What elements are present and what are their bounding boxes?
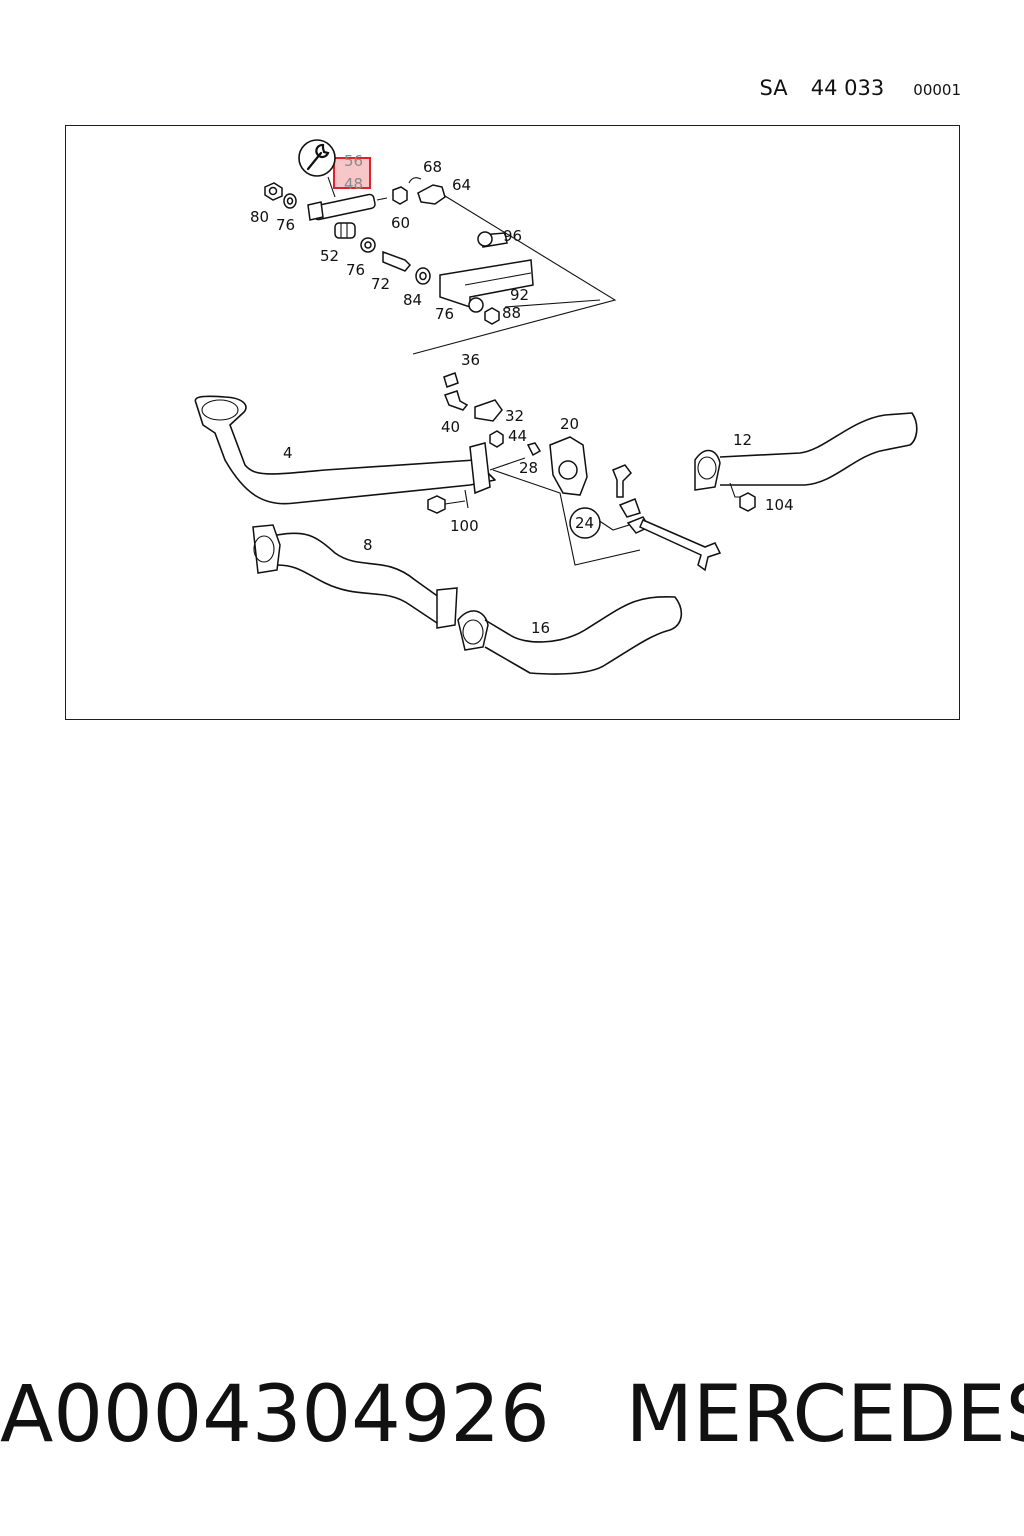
drawing-header: SA 44 033 00001 [760,76,961,106]
callout-76-c: 76 [435,305,454,323]
leader-lines [327,176,745,566]
diagram-frame [65,125,960,720]
callout-16: 16 [531,619,550,637]
callout-24: 24 [575,514,594,532]
exploded-parts-diagram: 4 8 12 16 20 24 28 32 36 40 44 48 52 56 … [194,139,918,675]
wrench-icon [298,139,336,177]
part-footer: A0004304926 MERCEDES [0,1370,1024,1460]
drawing-prefix: SA [759,76,788,100]
callout-8: 8 [363,536,373,554]
callout-100: 100 [450,517,479,535]
callout-36: 36 [461,351,480,369]
callout-64: 64 [452,176,471,194]
brand-name: MERCEDES [625,1370,1024,1460]
drawing-number: 44 033 [810,76,885,100]
callout-28: 28 [519,459,538,477]
small-parts-center [443,372,722,572]
callout-48: 48 [344,175,363,193]
callout-20: 20 [560,415,579,433]
highlight-box [333,157,371,189]
sheet-number: 00001 [913,81,961,99]
callout-32: 32 [505,407,524,425]
callout-56: 56 [344,152,363,170]
small-parts-upper [264,177,534,325]
callout-72: 72 [371,275,390,293]
callout-40: 40 [441,418,460,436]
callout-76-b: 76 [346,261,365,279]
callout-88: 88 [502,304,521,322]
callout-4: 4 [283,444,293,462]
callout-labels: 4 8 12 16 20 24 28 32 36 40 44 48 52 56 … [250,152,794,637]
callout-52: 52 [320,247,339,265]
exhaust-pipes [194,395,918,675]
callout-76-a: 76 [276,216,295,234]
callout-44: 44 [508,427,527,445]
callout-92: 92 [510,286,529,304]
callout-60: 60 [391,214,410,232]
callout-68: 68 [423,158,442,176]
callout-96: 96 [503,227,522,245]
callout-104: 104 [765,496,794,514]
part-number: A0004304926 [0,1370,550,1460]
callout-12: 12 [733,431,752,449]
callout-84: 84 [403,291,422,309]
callout-80: 80 [250,208,269,226]
